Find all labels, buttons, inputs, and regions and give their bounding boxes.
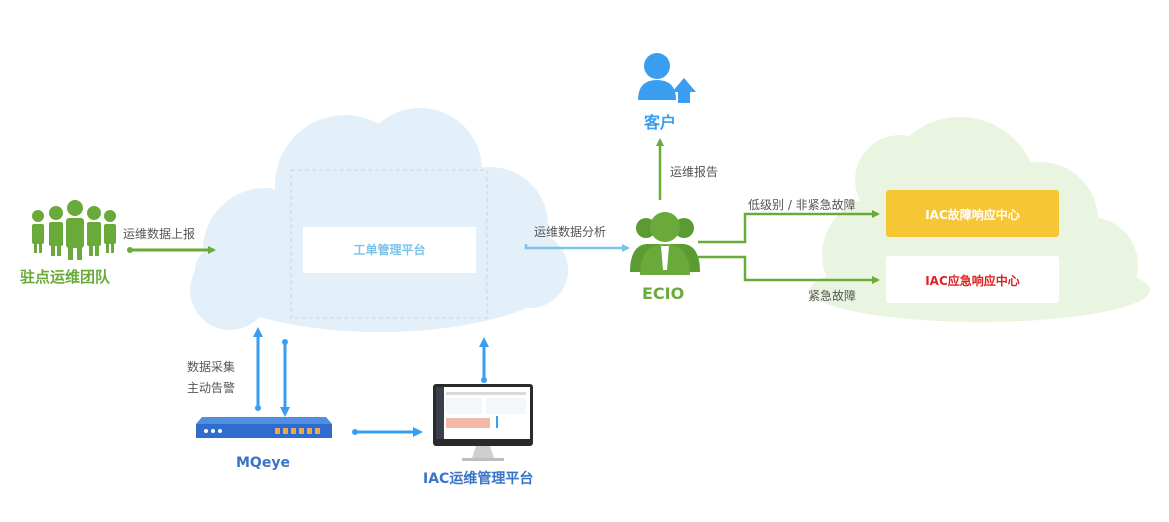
- team-icon: [32, 200, 116, 260]
- iac-monitor-icon: [433, 384, 533, 461]
- ticket-platform-box: [303, 227, 476, 273]
- mqeye-label: MQeye: [236, 455, 290, 471]
- customer-label: 客户: [644, 113, 677, 132]
- alert-arrow-start: [255, 405, 261, 411]
- ops-report-label: 运维报告: [670, 165, 719, 179]
- data-analysis-arrow: [524, 244, 630, 252]
- fault-center-box: [886, 190, 1059, 237]
- cloud-blue: [190, 108, 568, 332]
- mqeye-to-iac-arrow-start: [352, 429, 358, 435]
- report-up-label: 运维数据上报: [123, 227, 196, 241]
- iac-to-cloud-arrow-start: [481, 377, 487, 383]
- fault-center-label: IAC故障响应中心: [925, 208, 1020, 222]
- urgent-arrow: [698, 255, 880, 284]
- team-label: 驻点运维团队: [20, 268, 111, 286]
- platform-dashed-frame: [290, 169, 488, 319]
- low-level-arrow: [698, 210, 880, 244]
- low-level-label: 低级别 / 非紧急故障: [748, 198, 856, 212]
- emergency-center-box: [886, 256, 1059, 303]
- collect-arrow-start: [282, 339, 288, 345]
- emergency-center-label: IAC应急响应中心: [925, 274, 1020, 288]
- customer-icon: [638, 53, 696, 103]
- mqeye-device-icon: [196, 417, 332, 438]
- ecio-label: ECIO: [642, 284, 685, 303]
- iac-platform-label: IAC运维管理平台: [423, 471, 534, 487]
- data-analysis-label: 运维数据分析: [534, 225, 607, 239]
- ecio-icon: [630, 212, 700, 275]
- report-up-arrow-start: [127, 247, 133, 253]
- alert-label: 主动告警: [187, 381, 236, 395]
- collect-label: 数据采集: [187, 360, 236, 374]
- urgent-label: 紧急故障: [808, 289, 857, 303]
- ticket-platform-label: 工单管理平台: [353, 243, 426, 257]
